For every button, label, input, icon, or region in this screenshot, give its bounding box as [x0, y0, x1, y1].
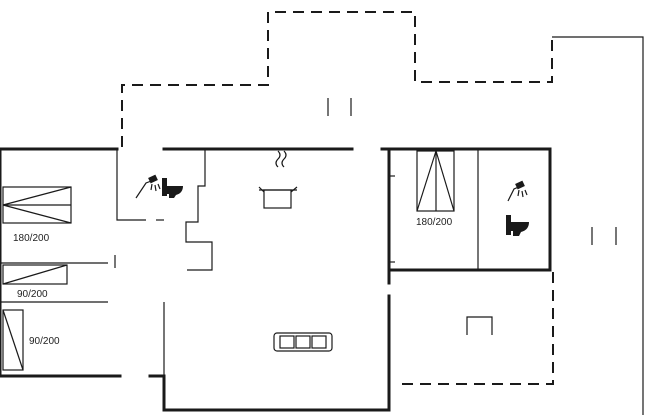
- toilet-icon: [162, 178, 183, 198]
- terrace-outline-right: [395, 272, 554, 385]
- interior-walls: [0, 149, 479, 376]
- cooking-pot-icon: [258, 150, 298, 209]
- bed-label-3: 90/200: [29, 336, 60, 347]
- terrace-outline-top: [121, 11, 553, 147]
- double-bed-left: [2, 186, 72, 224]
- single-bed-bottom: [2, 309, 24, 371]
- terrace-outline-far-right: [552, 36, 644, 415]
- sofa-icon: [273, 332, 333, 352]
- shower-icon: [507, 180, 528, 202]
- table-icon: [466, 316, 493, 335]
- bed-label-2: 90/200: [17, 289, 48, 300]
- bed-label-1: 180/200: [13, 233, 50, 244]
- bed-label-4: 180/200: [416, 217, 453, 228]
- door-marks: [327, 98, 617, 245]
- exterior-walls: [0, 147, 552, 412]
- double-bed-right: [416, 150, 455, 212]
- toilet-icon: [506, 215, 529, 236]
- shower-icon: [135, 174, 161, 199]
- single-bed-middle: [2, 264, 68, 285]
